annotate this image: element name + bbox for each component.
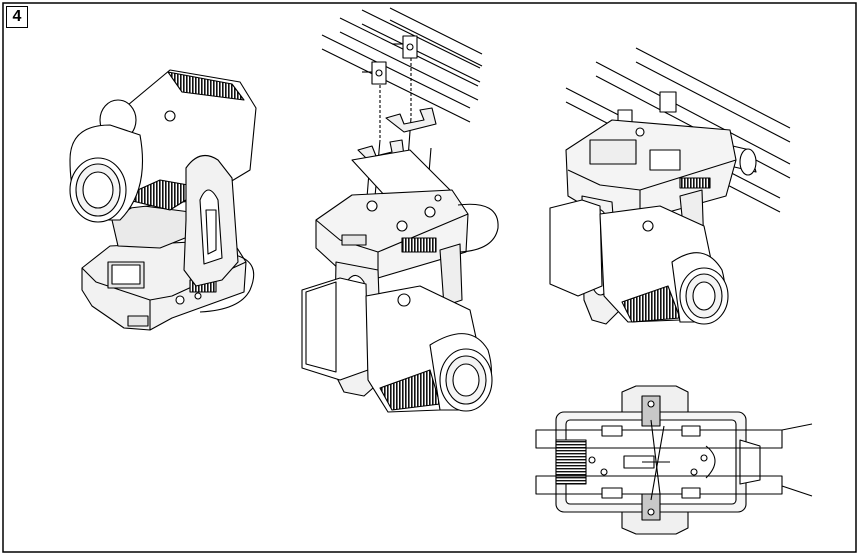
- step-number-label: 4: [6, 6, 28, 28]
- fixture-standing-illustration: [69, 69, 257, 331]
- step-number-text: 4: [12, 8, 22, 25]
- figure-border: [2, 2, 857, 553]
- fixture-mounted-illustration: [549, 47, 791, 325]
- fixture-top-view-illustration: [535, 385, 813, 535]
- fixture-brackets-illustration: [301, 7, 499, 413]
